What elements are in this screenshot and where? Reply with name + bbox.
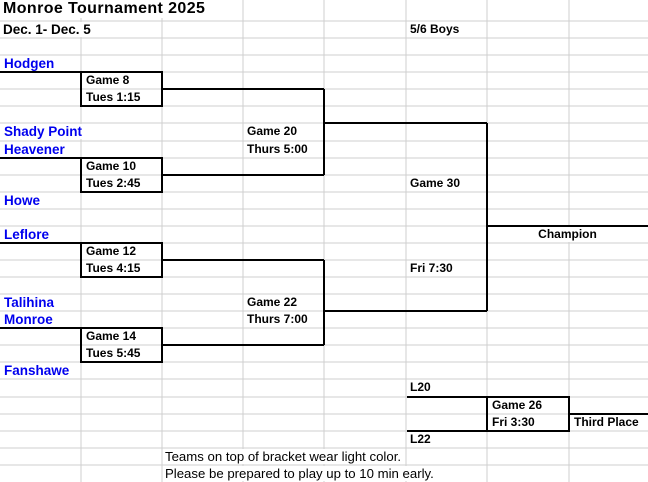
game14-time[interactable]: Tues 5:45 <box>83 346 144 361</box>
team-heavener[interactable]: Heavener <box>0 142 68 157</box>
game30-label[interactable]: Game 30 <box>407 176 464 191</box>
team-monroe[interactable]: Monroe <box>0 312 56 327</box>
loser-game20-seed[interactable]: L20 <box>407 380 434 395</box>
division-label[interactable]: 5/6 Boys <box>407 22 463 37</box>
sheet-title[interactable]: Monroe Tournament 2025 <box>0 0 209 18</box>
champion-label[interactable]: Champion <box>489 227 646 242</box>
note-early-play: Please be prepared to play up to 10 min … <box>163 466 437 481</box>
date-range[interactable]: Dec. 1- Dec. 5 <box>0 22 94 37</box>
game8-time[interactable]: Tues 1:15 <box>83 90 144 105</box>
game20-label[interactable]: Game 20 <box>244 124 301 139</box>
bracket-lines <box>0 71 648 432</box>
game8-label[interactable]: Game 8 <box>83 73 133 88</box>
game26-time[interactable]: Fri 3:30 <box>489 415 538 430</box>
team-hodgen[interactable]: Hodgen <box>0 56 58 71</box>
loser-game22-seed[interactable]: L22 <box>407 432 434 447</box>
third-place-label[interactable]: Third Place <box>571 415 642 430</box>
game22-label[interactable]: Game 22 <box>244 295 301 310</box>
team-shady-point[interactable]: Shady Point <box>0 124 86 139</box>
team-howe[interactable]: Howe <box>0 193 44 208</box>
team-fanshawe[interactable]: Fanshawe <box>0 363 73 378</box>
note-uniform-color: Teams on top of bracket wear light color… <box>163 449 405 464</box>
game22-time[interactable]: Thurs 7:00 <box>244 312 311 327</box>
game30-time[interactable]: Fri 7:30 <box>407 261 456 276</box>
team-leflore[interactable]: Leflore <box>0 227 53 242</box>
game10-time[interactable]: Tues 2:45 <box>83 176 144 191</box>
game20-time[interactable]: Thurs 5:00 <box>244 142 311 157</box>
game14-label[interactable]: Game 14 <box>83 329 140 344</box>
game10-label[interactable]: Game 10 <box>83 159 140 174</box>
game12-label[interactable]: Game 12 <box>83 244 140 259</box>
game12-time[interactable]: Tues 4:15 <box>83 261 144 276</box>
game26-label[interactable]: Game 26 <box>489 398 546 413</box>
team-talihina[interactable]: Talihina <box>0 295 58 310</box>
